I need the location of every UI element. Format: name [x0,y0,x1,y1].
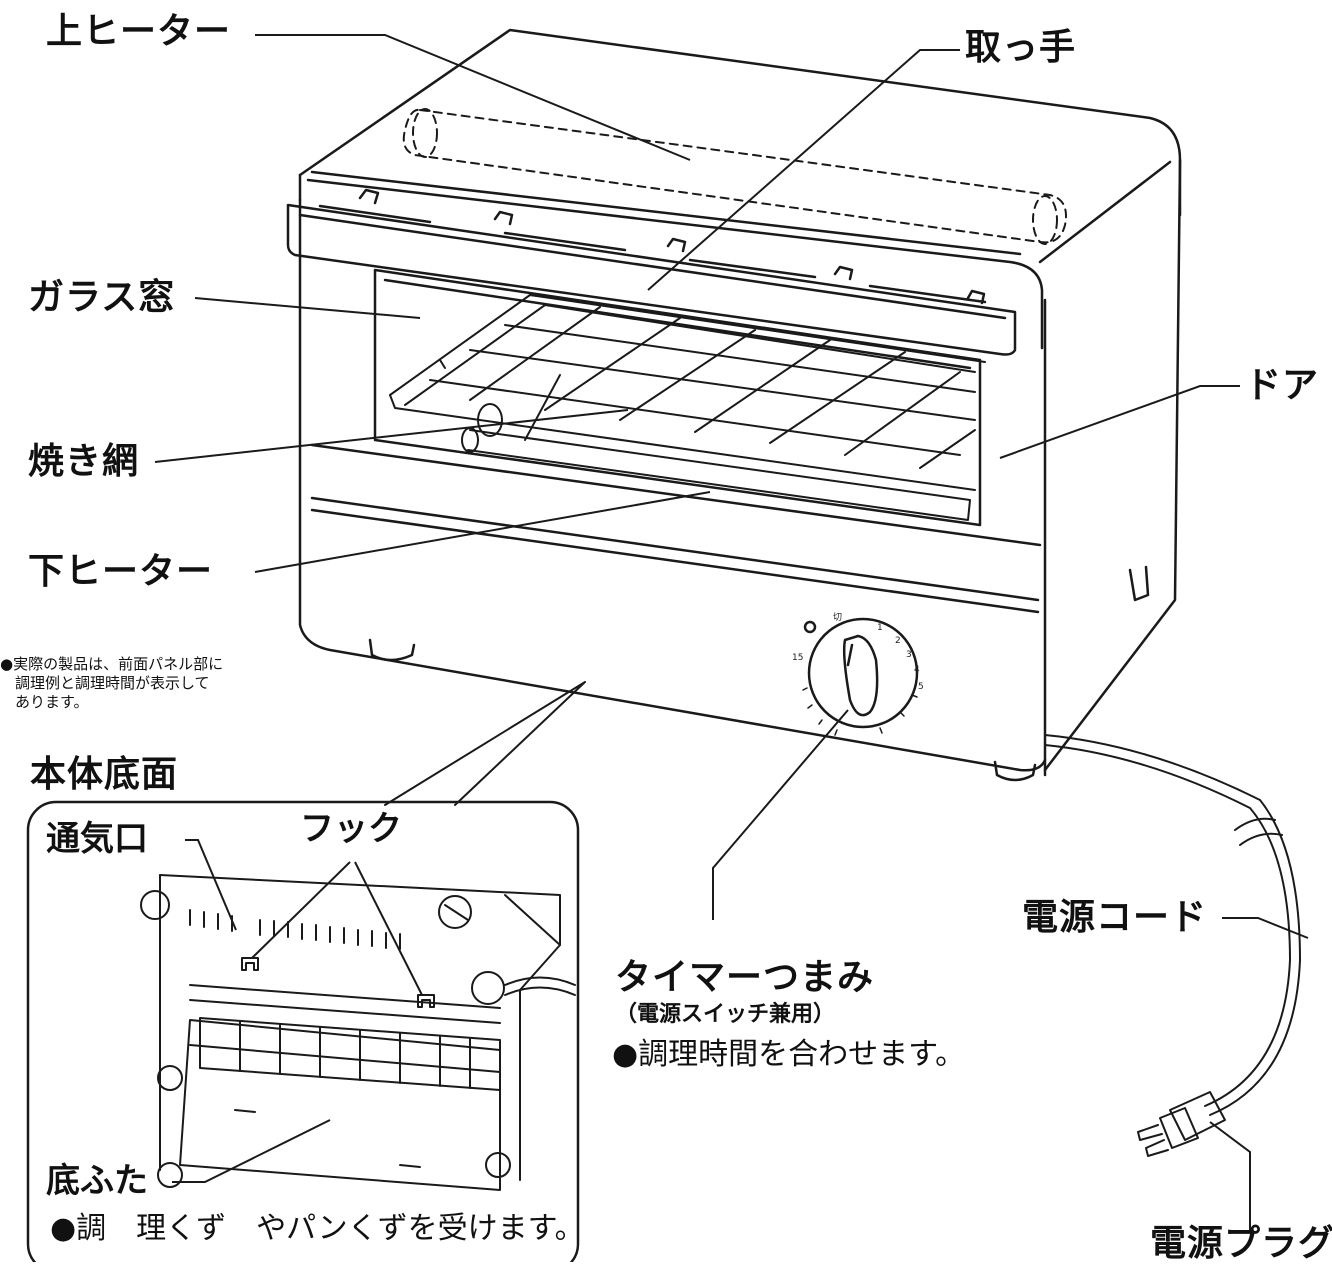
leader-grill-rack [154,409,629,463]
label-timer-knob: タイマーつまみ [615,957,875,998]
lower-heater-shape [461,374,971,521]
label-power-cord: 電源コード [1022,897,1208,938]
leader-lines [154,34,1309,1230]
dial-mark-4: 4 [914,665,920,675]
leader-timer-knob [712,709,849,920]
desc-timer: ●調理時間を合わせます。 [612,1037,966,1072]
timer-knob-shape [803,617,919,729]
product-note: ●実際の製品は、前面パネル部に 調理例と調理時間が表示して あります。 [0,655,224,711]
dial-mark-5: 5 [918,682,924,692]
power-cord-shape [1044,734,1301,1116]
dial-labels: 切 1 2 3 4 5 15 [792,612,924,692]
toaster-body [298,28,1182,782]
leader-vent [185,839,237,931]
leader-handle [647,49,960,291]
label-grill-rack: 焼き網 [28,441,140,482]
label-bottom-lid: 底ふた [46,1161,148,1201]
label-bottom-view-title: 本体底面 [30,754,179,795]
label-power-plug: 電源プラグ [1150,1223,1332,1264]
leader-door [999,385,1240,459]
leader-hook-1 [251,861,351,959]
dial-mark-off: 切 [833,612,842,623]
label-upper-heater: 上ヒーター [46,11,232,52]
leader-glass-window [194,297,421,319]
grill-rack-shape [389,294,986,491]
dial-mark-1: 1 [877,623,883,633]
leader-lower-heater [254,491,711,573]
power-plug-shape [1137,1091,1226,1157]
desc-bottom-lid: ●調 理くず やパンくずを受けます。 [50,1211,585,1246]
bottom-view-shape [140,874,576,1191]
dial-tick-marks [802,687,918,736]
bottom-view-frame [26,800,580,1262]
dial-mark-2: 2 [895,636,901,646]
upper-heater-shape [402,108,1067,245]
label-lower-heater: 下ヒーター [28,551,214,592]
inset-pointer-lines [384,681,586,806]
door-shape [286,170,1044,614]
dial-mark-15: 15 [792,653,803,663]
label-handle: 取っ手 [965,27,1077,68]
leader-hook-2 [354,861,423,996]
label-door: ドア [1245,365,1320,406]
label-vent: 通気口 [46,819,148,859]
label-glass-window: ガラス窓 [28,277,176,318]
leader-power-cord [1222,917,1309,939]
label-timer-knob-sub: （電源スイッチ兼用） [615,1002,836,1027]
label-hook: フック [300,809,402,849]
leader-bottom-lid [172,1119,331,1183]
dial-mark-3: 3 [906,650,912,660]
leader-upper-heater [255,34,691,161]
leader-power-plug [1209,1121,1251,1230]
